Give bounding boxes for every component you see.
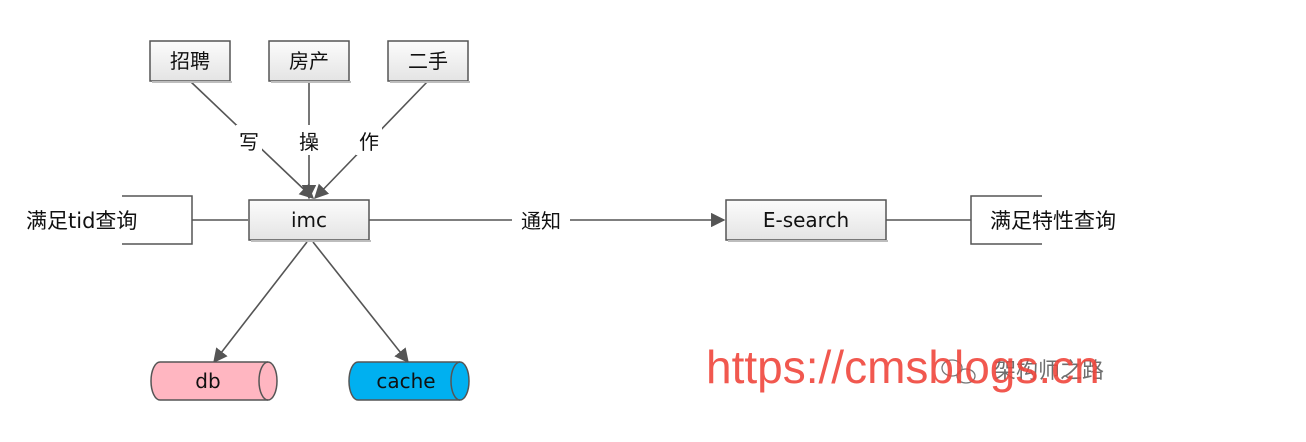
edge-label-xie-text: 写 xyxy=(239,130,259,154)
edge-imc-cache xyxy=(312,241,409,364)
node-fangchan-label: 房产 xyxy=(289,49,329,73)
node-cache: cache xyxy=(348,361,470,401)
edge-label-tongzhi-text: 通知 xyxy=(521,209,561,233)
edge-label-xie: 写 xyxy=(236,125,262,155)
note-feature-query-text: 满足特性查询 xyxy=(990,209,1116,233)
watermark-author: 架构师之路 xyxy=(994,359,1104,384)
node-db-label: db xyxy=(195,369,220,393)
note-tid-query-text: 满足tid查询 xyxy=(26,209,137,233)
edge-label-cao: 操 xyxy=(296,125,322,155)
node-fangchan: 房产 xyxy=(268,40,351,83)
node-db: db xyxy=(150,361,278,401)
node-ershou-label: 二手 xyxy=(408,49,448,73)
edge-label-tongzhi: 通知 xyxy=(512,205,570,235)
edge-label-zuo: 作 xyxy=(356,125,382,155)
node-imc-label: imc xyxy=(291,208,327,232)
node-cache-label: cache xyxy=(376,369,435,393)
node-imc: imc xyxy=(248,199,371,242)
edge-label-cao-text: 操 xyxy=(299,130,319,154)
note-tid-query: 满足tid查询 xyxy=(26,195,193,245)
wechat-icon xyxy=(941,359,976,384)
note-feature-query: 满足特性查询 xyxy=(970,195,1116,245)
edge-imc-db xyxy=(213,241,308,364)
watermark-url: https://cmsblogs.cn xyxy=(706,341,1100,393)
node-ershou: 二手 xyxy=(387,40,470,83)
node-esearch: E-search xyxy=(725,199,888,242)
edge-label-zuo-text: 作 xyxy=(359,130,379,154)
node-esearch-label: E-search xyxy=(763,208,849,232)
node-zhaopin: 招聘 xyxy=(149,40,232,83)
node-zhaopin-label: 招聘 xyxy=(170,49,210,73)
watermark: 架构师之路 https://cmsblogs.cn xyxy=(706,341,1104,393)
